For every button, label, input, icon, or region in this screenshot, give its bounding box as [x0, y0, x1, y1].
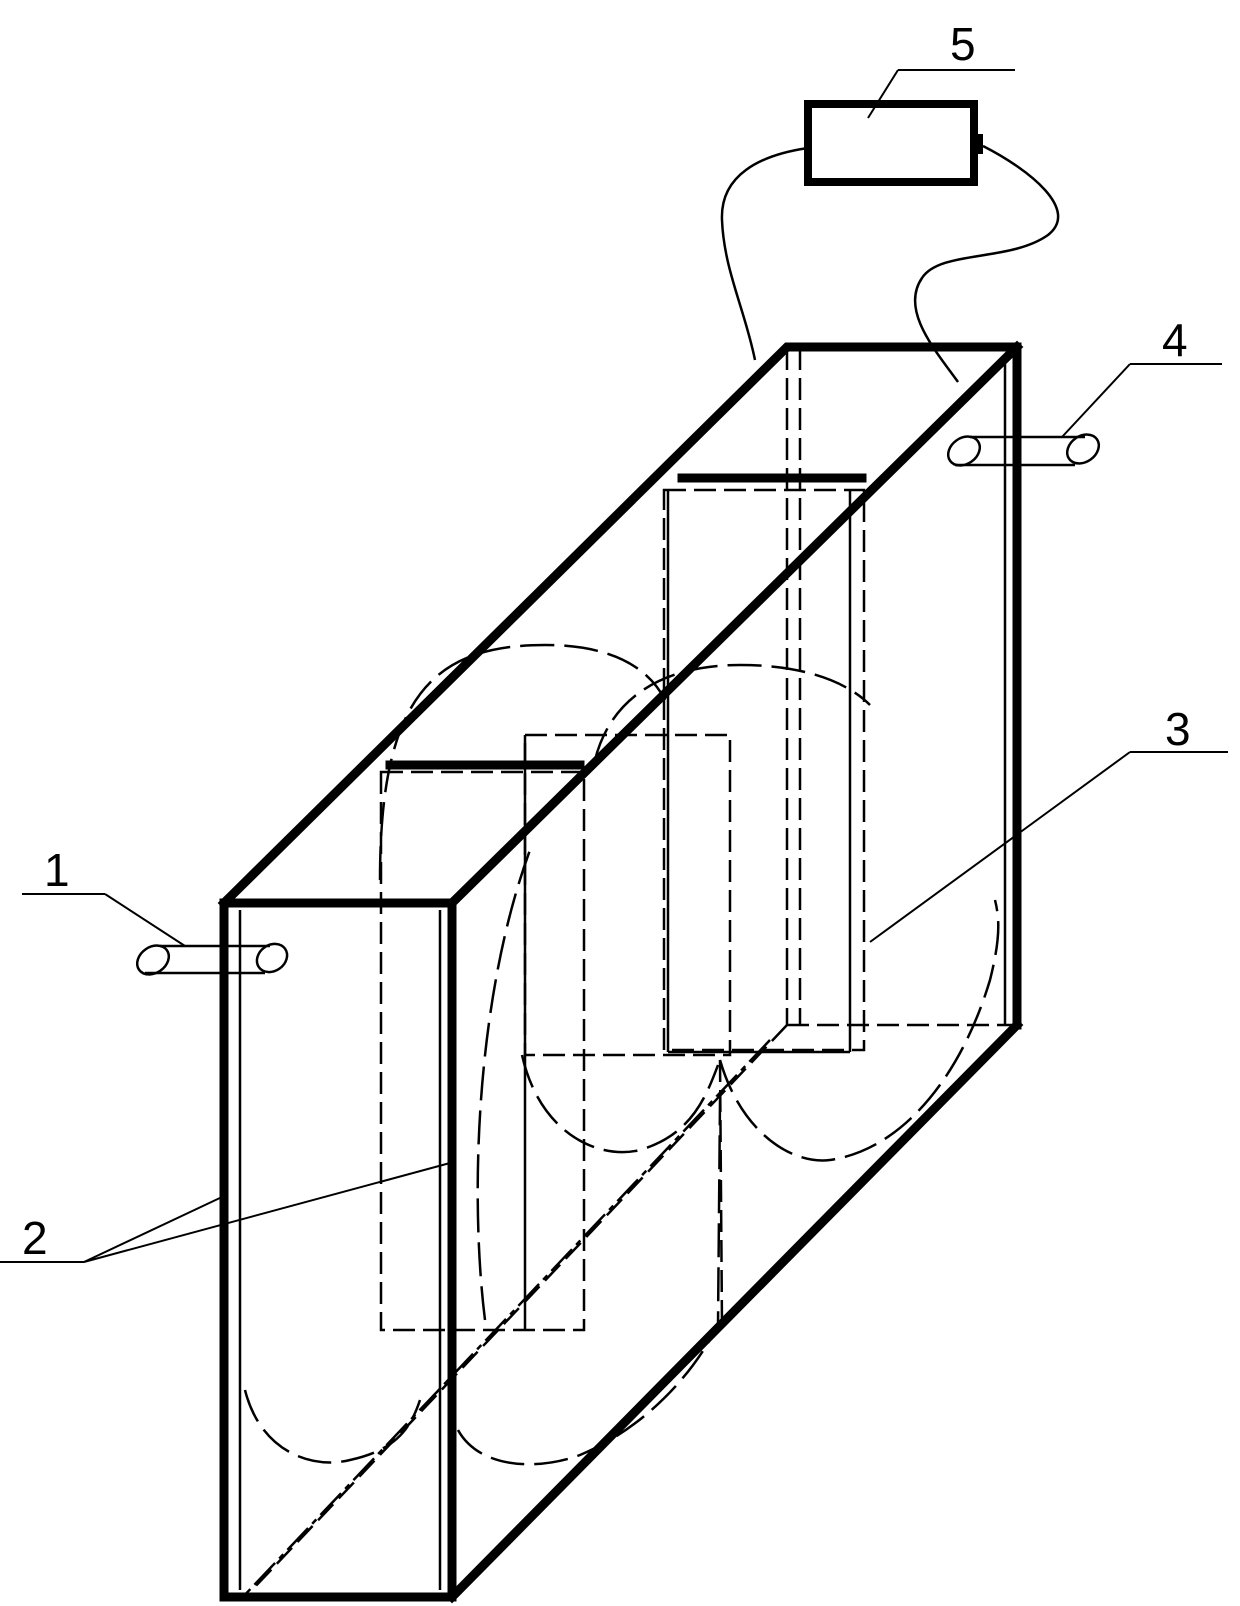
inlet-pipe-end-outer [135, 944, 171, 976]
outlet-pipe-end-inner [946, 435, 982, 467]
leader-2-to-inner-plate [83, 1162, 451, 1263]
label-baffle: 3 [1165, 703, 1191, 755]
wire-right [913, 144, 1060, 383]
power-supply-box [804, 100, 978, 186]
leader-3-diagonal [869, 751, 1131, 943]
flow-arc-middle [520, 1054, 720, 1154]
leader-2-to-front-plate [83, 1196, 223, 1263]
flow-curve-left-rise [476, 849, 532, 1321]
power-supply-terminal [974, 134, 983, 154]
leader-1-diagonal [104, 893, 186, 947]
inlet-pipe [135, 942, 289, 976]
label-outlet: 4 [1162, 314, 1188, 366]
tank-outline [217, 340, 1024, 1604]
inlet-pipe-end-inner [255, 942, 289, 974]
bottom-diagonal-2 [239, 1039, 771, 1601]
electrode-plate-middle-hidden [523, 733, 732, 1057]
electrode-plate-right-hidden [662, 488, 866, 1052]
tank-top-back-rim [217, 342, 1022, 910]
label-power-supply: 5 [950, 18, 976, 70]
electrode-plate-left-hidden [379, 770, 586, 1332]
leader-5-diagonal [867, 69, 899, 119]
tank-bottom-right-edge [445, 1018, 1024, 1604]
electrode-tops [385, 473, 867, 1330]
outlet-pipe-end-outer [1065, 433, 1101, 465]
flow-arc-top-right [593, 663, 871, 761]
back-bottom-diagonal [251, 1024, 788, 1591]
flow-arc-bottom-left [243, 1389, 422, 1464]
part-labels: 5 4 3 1 2 [22, 18, 1191, 1264]
hidden-interior [239, 348, 1016, 1601]
leaders [0, 69, 1228, 1263]
label-electrode-plates: 2 [22, 1212, 48, 1264]
leader-4-diagonal [1061, 363, 1131, 438]
flow-arc-bottom-middle [456, 1099, 722, 1466]
wire-left [720, 146, 809, 361]
flow-arc-right [718, 899, 1000, 1162]
power-supply [720, 100, 1060, 383]
label-inlet: 1 [44, 844, 70, 896]
flow-vertical-mid [718, 1059, 724, 1326]
outlet-pipe [946, 433, 1101, 467]
tank-top-right-rim [445, 340, 1024, 910]
